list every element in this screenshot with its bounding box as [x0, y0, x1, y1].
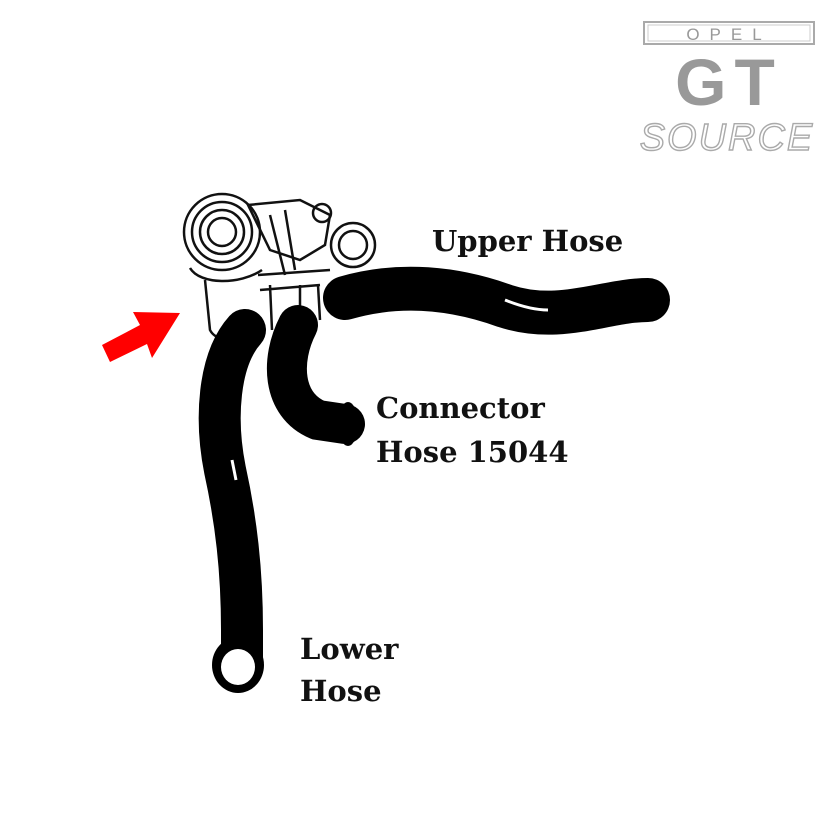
upper-hose [323, 266, 670, 335]
label-upper-hose: Upper Hose [432, 224, 623, 258]
label-lower: Lower [300, 632, 399, 666]
label-connector: Connector [376, 391, 545, 425]
opel-gt-source-logo: OPEL GT SOURCE [639, 21, 815, 160]
red-arrow-icon [102, 312, 180, 362]
logo-opel: OPEL [686, 25, 771, 44]
logo-source: SOURCE [640, 117, 815, 159]
thermostat-housing-drawing [182, 192, 377, 340]
logo-gt: GT [675, 45, 783, 119]
connector-hose [266, 305, 365, 446]
lower-hose [198, 309, 266, 693]
label-connector-part: Hose 15044 [376, 435, 569, 469]
label-lower-hose: Hose [300, 674, 382, 708]
